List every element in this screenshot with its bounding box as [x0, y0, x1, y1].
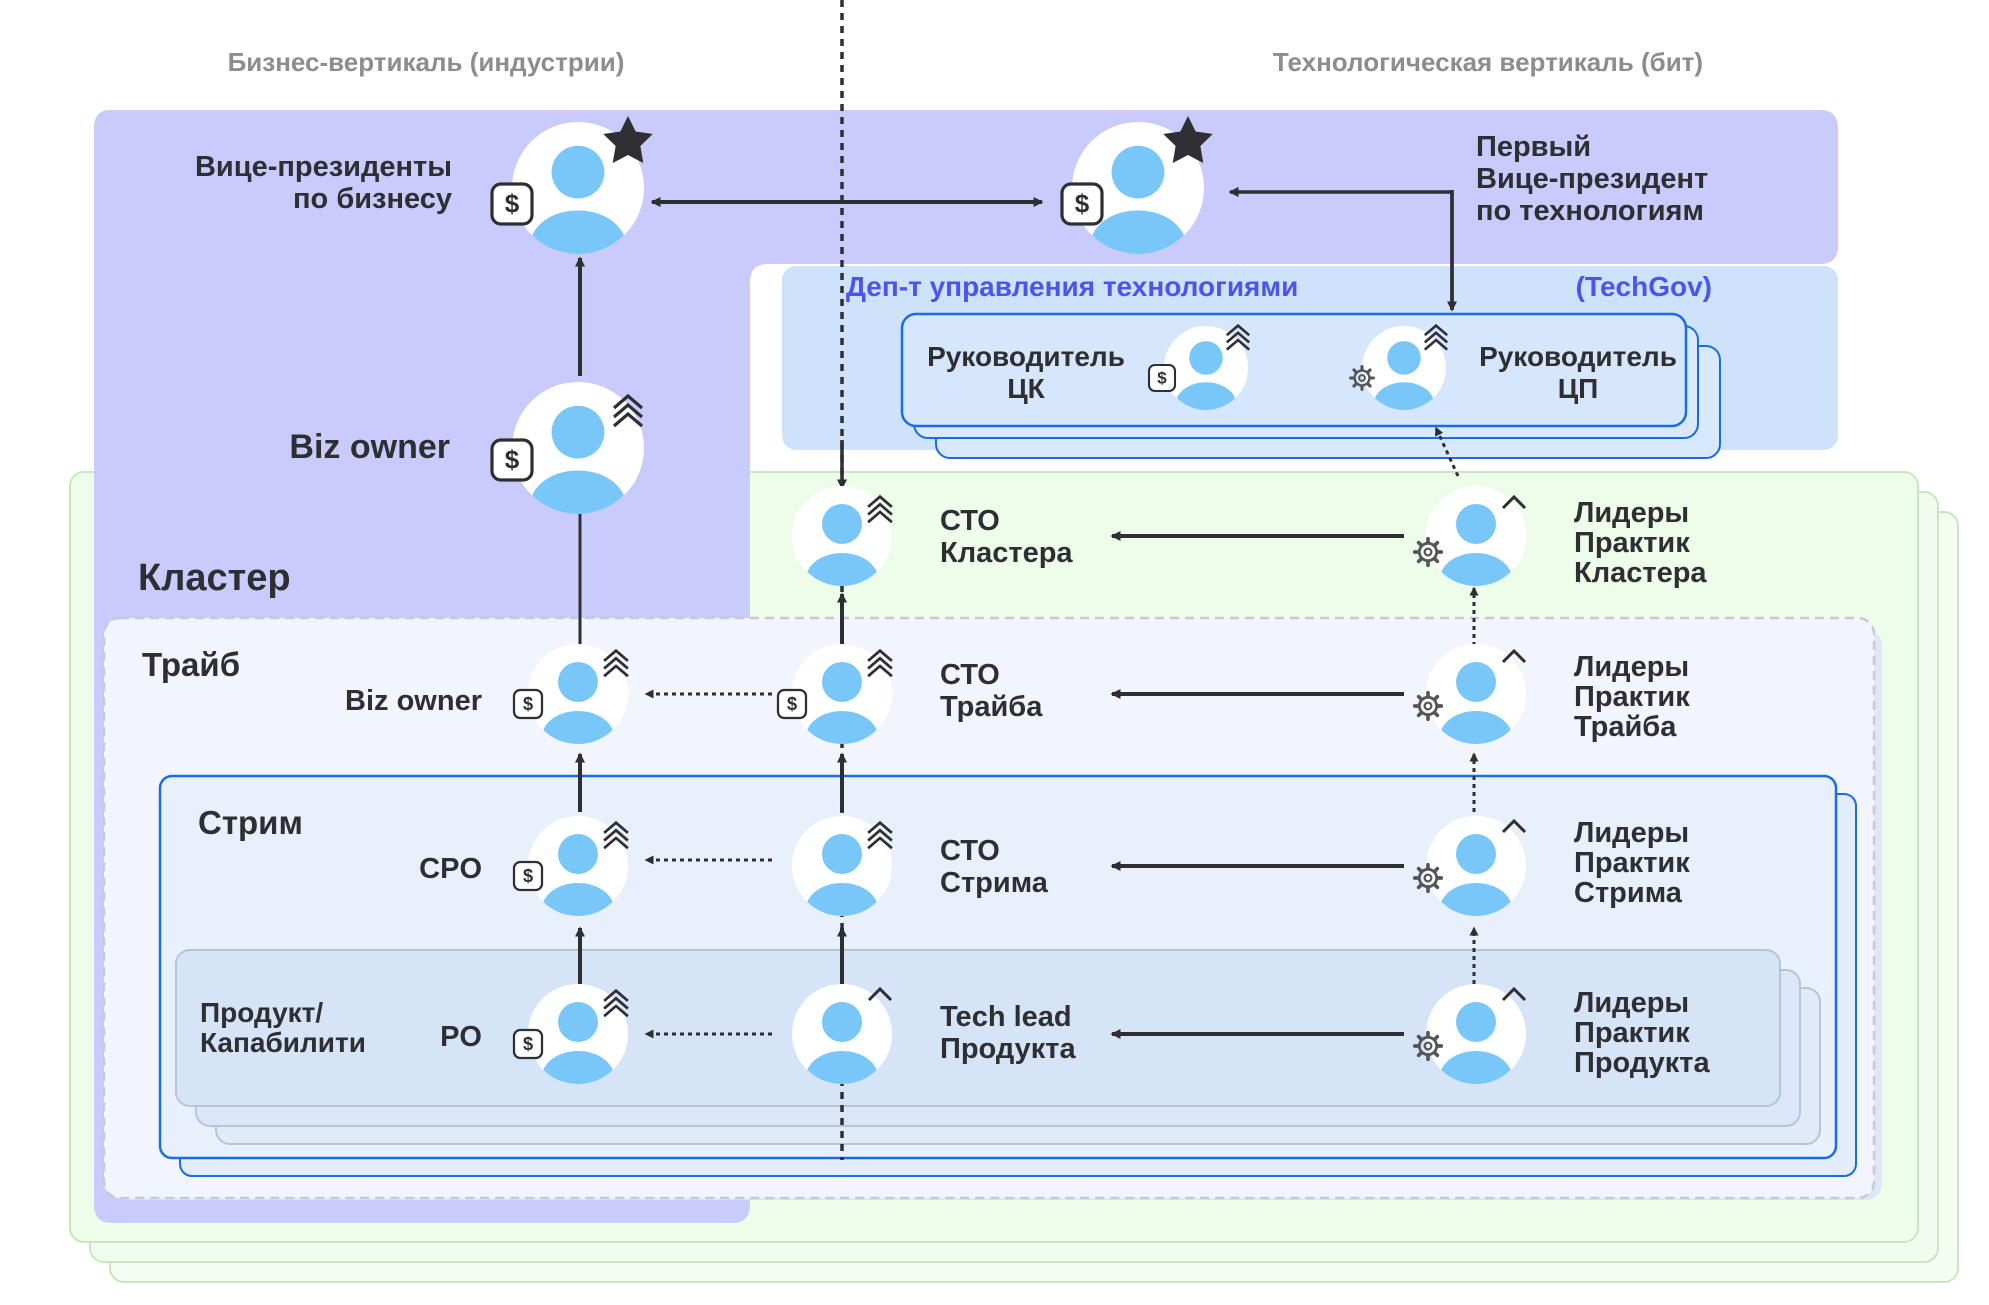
dollar-badge-icon [514, 1030, 542, 1058]
product-label-line-1: Продукт/ [200, 997, 323, 1028]
dollar-badge-icon [492, 440, 532, 480]
leaders-product-line-1: Лидеры [1574, 987, 1689, 1019]
cpo-label: CPO [419, 853, 482, 885]
tech-vertical-label: Технологическая вертикаль (бит) [1273, 47, 1703, 77]
tribe-label: Трайб [142, 646, 240, 683]
leaders-tribe-line-3: Трайба [1574, 711, 1677, 743]
techlead-line-2: Продукта [940, 1033, 1076, 1065]
cluster-label: Кластер [138, 557, 291, 599]
head-cp-line-2: ЦП [1558, 373, 1599, 404]
stream-label: Стрим [198, 804, 303, 841]
dollar-badge-icon [1062, 184, 1102, 224]
cto-tribe-line-2: Трайба [940, 691, 1043, 723]
business-vertical-label: Бизнес-вертикаль (индустрии) [228, 47, 625, 77]
leaders-tribe-line-2: Практик [1574, 681, 1690, 713]
vp-tech-line-3: по технологиям [1476, 195, 1704, 227]
cluster-bizowner-label: Biz owner [289, 428, 450, 466]
dollar-badge-icon [1149, 365, 1175, 391]
arrow-leaders-cluster-to-techgov [1434, 426, 1460, 477]
dollar-badge-icon [514, 690, 542, 718]
techgov-title: Деп-т управления технологиями [846, 271, 1298, 302]
cto-tribe-line-1: СТО [940, 659, 1000, 691]
dollar-badge-icon [492, 184, 532, 224]
po-label: PO [440, 1021, 482, 1053]
vp-tech-line-1: Первый [1476, 131, 1591, 163]
dollar-badge-icon [514, 862, 542, 890]
cto-cluster-line-1: СТО [940, 505, 1000, 537]
vp-business-line-1: Вице-президенты [195, 151, 452, 183]
techlead-line-1: Tech lead [940, 1001, 1072, 1033]
vp-business-line-2: по бизнесу [293, 183, 452, 215]
head-ck-line-2: ЦК [1007, 373, 1045, 404]
cto-stream-line-2: Стрима [940, 867, 1049, 899]
leaders-cluster-line-2: Практик [1574, 527, 1690, 559]
leaders-cluster-line-1: Лидеры [1574, 497, 1689, 529]
leaders-tribe-line-1: Лидеры [1574, 651, 1689, 683]
dollar-badge-icon [778, 690, 806, 718]
cto-stream-line-1: СТО [940, 835, 1000, 867]
leaders-product-line-2: Практик [1574, 1017, 1690, 1049]
vp-tech-line-2: Вице-президент [1476, 163, 1708, 195]
head-ck-line-1: Руководитель [927, 341, 1125, 372]
head-cp-line-1: Руководитель [1479, 341, 1677, 372]
cto-cluster-line-2: Кластера [940, 537, 1073, 569]
techgov-card [900, 312, 1688, 428]
leaders-stream-line-3: Стрима [1574, 877, 1683, 909]
leaders-product-line-3: Продукта [1574, 1047, 1710, 1079]
techgov-tag: (TechGov) [1576, 271, 1712, 302]
leaders-cluster-line-3: Кластера [1574, 557, 1707, 589]
leaders-stream-line-2: Практик [1574, 847, 1690, 879]
leaders-stream-line-1: Лидеры [1574, 817, 1689, 849]
tribe-bizowner-label: Biz owner [345, 685, 482, 717]
product-label-line-2: Капабилити [200, 1027, 366, 1058]
